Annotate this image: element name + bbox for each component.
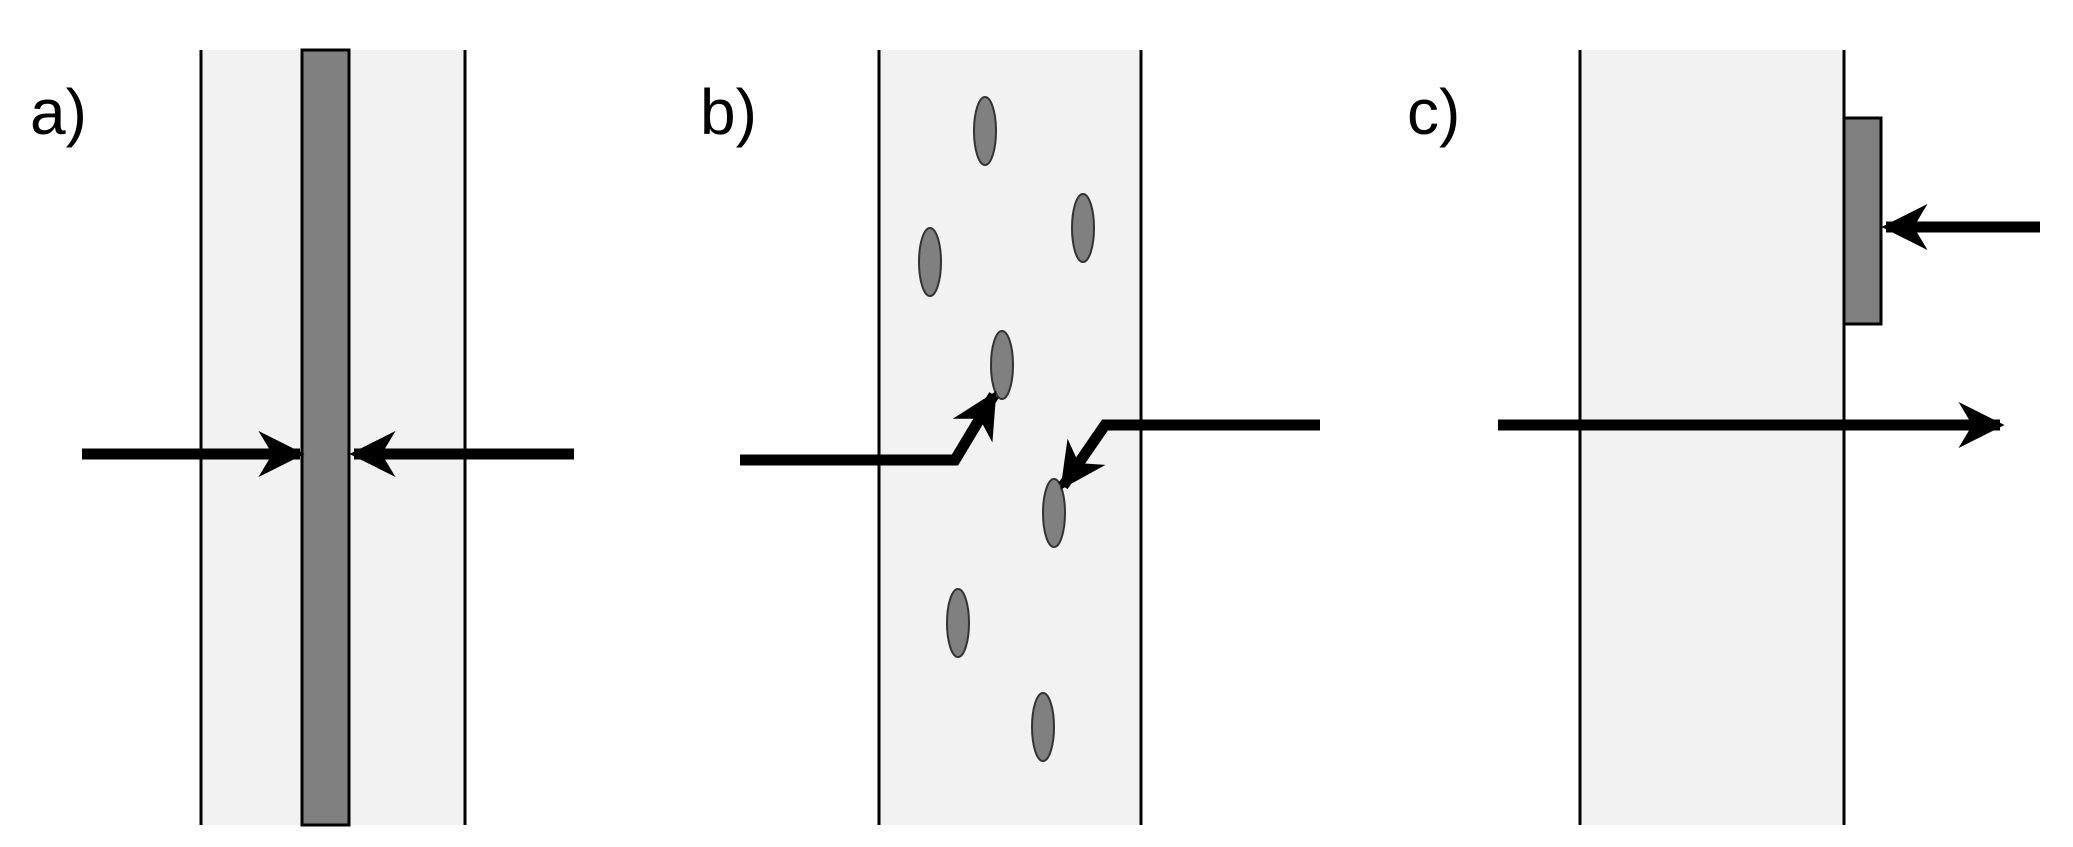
panel-c-slab [1580,50,1844,825]
panel-b-right-arrow-icon [1058,419,1320,490]
panel-b-inclusion [1031,692,1055,762]
panel-b [740,50,1320,825]
panel-b-inclusion [946,588,970,658]
panel-b-inclusion [918,227,942,297]
panel-b-inclusion [1042,478,1066,548]
panel-c-surface-layer [1842,116,1883,326]
panel-b-left-arrow-icon [740,391,999,466]
panel-b-inclusion [973,96,997,166]
panel-b-inclusion [1071,193,1095,263]
panel-b-label: b) [700,76,757,148]
panel-b-inclusion [990,330,1014,400]
panel-c [1498,50,2040,825]
panel-a-label: a) [30,76,87,148]
panel-a-inner-layer [300,48,351,827]
panel-a [82,48,574,827]
panel-c-label: c) [1407,76,1461,148]
